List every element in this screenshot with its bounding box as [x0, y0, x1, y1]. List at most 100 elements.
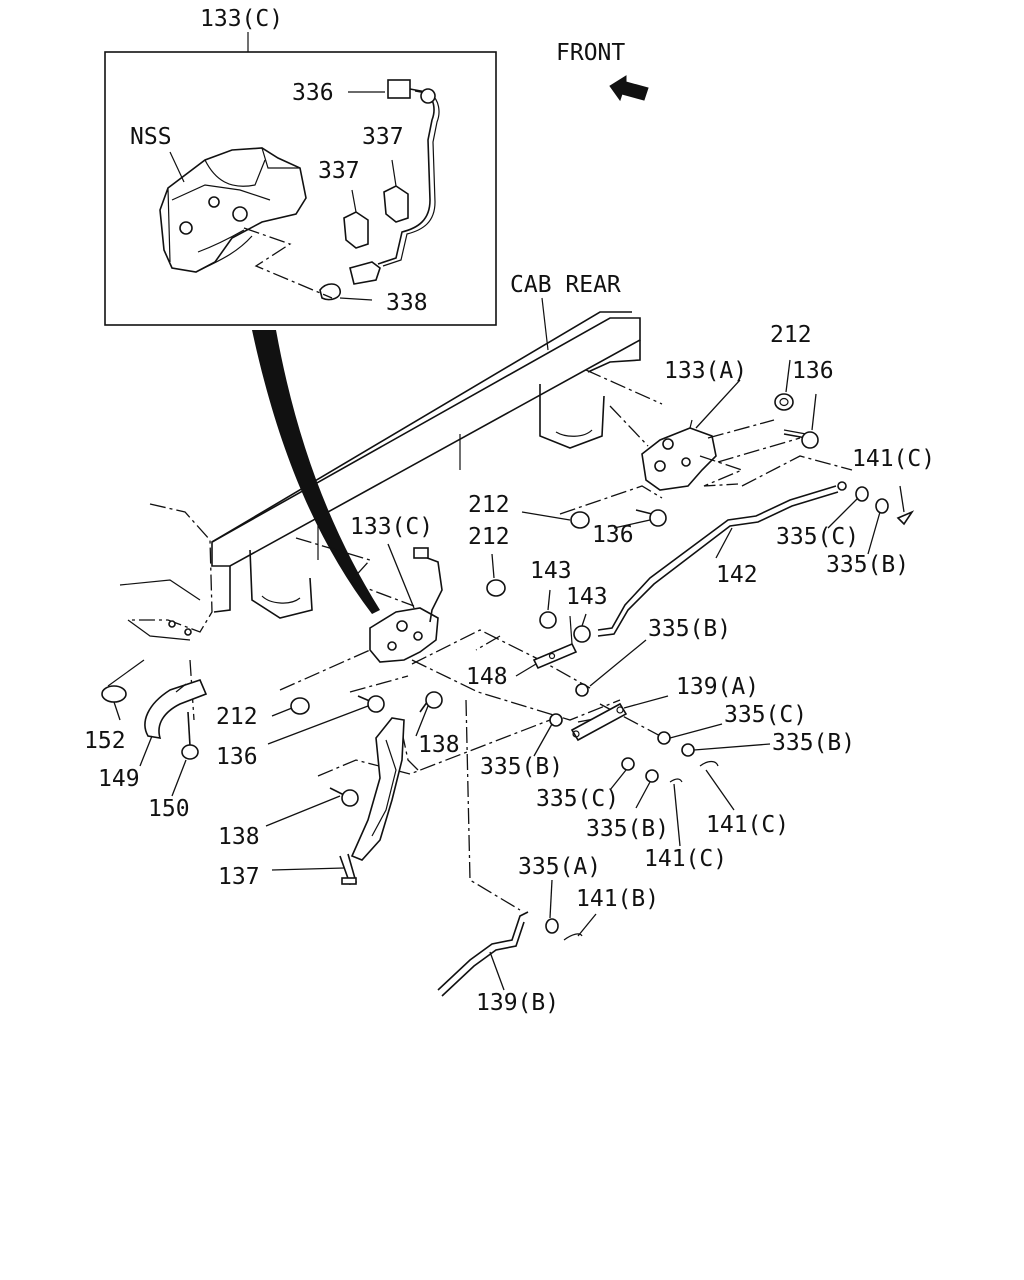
- leader-line: [113, 701, 121, 721]
- leader-line: [549, 879, 553, 919]
- label-138-b: 138: [218, 824, 260, 850]
- label-149: 149: [98, 766, 140, 792]
- leader-line: [785, 359, 791, 393]
- leader-line: [811, 393, 817, 431]
- label-335b-mid: 335(B): [648, 616, 731, 642]
- part-labels: FRONT CAB REAR NSS 133(C) 336 337 337 33…: [84, 6, 935, 1016]
- label-133c-main: 133(C): [350, 514, 433, 540]
- label-139a: 139(A): [676, 674, 759, 700]
- leader-line: [581, 613, 587, 627]
- label-141b: 141(B): [576, 886, 659, 912]
- label-335b-top: 335(B): [826, 552, 909, 578]
- rod-142: [597, 481, 847, 637]
- front-label: FRONT: [556, 40, 625, 66]
- inset-detail: [104, 32, 497, 326]
- nss-label: NSS: [130, 124, 172, 150]
- bracket-149: [144, 679, 208, 739]
- detail-pointer: [252, 330, 380, 614]
- label-335c-top: 335(C): [776, 524, 859, 550]
- label-338: 338: [386, 290, 428, 316]
- label-141c-right: 141(C): [706, 812, 789, 838]
- nut-212-d: [290, 697, 310, 715]
- leader-line: [139, 735, 153, 767]
- label-335b-low: 335(B): [586, 816, 669, 842]
- leader-line: [515, 663, 537, 677]
- leader-line: [827, 497, 859, 529]
- leader-line: [623, 695, 669, 709]
- clips-141: [563, 510, 915, 941]
- clips-detail: [343, 159, 409, 249]
- leader-line: [491, 553, 495, 579]
- leader-line: [693, 743, 771, 751]
- label-138-a: 138: [418, 732, 460, 758]
- leader-line: [533, 723, 553, 757]
- leader-line: [673, 783, 681, 847]
- leader-line: [705, 769, 735, 811]
- leader-line: [695, 379, 741, 429]
- label-336: 336: [292, 80, 334, 106]
- leader-lines: [113, 359, 905, 991]
- label-136-c: 136: [216, 744, 258, 770]
- label-335b-left: 335(B): [480, 754, 563, 780]
- label-335a: 335(A): [518, 854, 601, 880]
- label-143-b: 143: [566, 584, 608, 610]
- bracket-148: [532, 615, 578, 670]
- leader-line: [577, 913, 597, 937]
- leader-line: [715, 527, 733, 559]
- label-152: 152: [84, 728, 126, 754]
- label-142: 142: [716, 562, 758, 588]
- link-139a: [570, 702, 628, 742]
- front-arrow-icon: [609, 75, 649, 102]
- label-335b-right: 335(B): [772, 730, 855, 756]
- leader-line: [489, 951, 505, 991]
- label-212-d: 212: [216, 704, 258, 730]
- label-337-b: 337: [318, 158, 360, 184]
- leader-line: [171, 759, 187, 797]
- leader-line: [867, 511, 881, 555]
- lever-137: [339, 717, 405, 886]
- leader-line: [589, 639, 647, 687]
- leader-line: [669, 723, 723, 739]
- leader-line: [265, 795, 341, 827]
- label-136-top: 136: [792, 358, 834, 384]
- label-139b: 139(B): [476, 990, 559, 1016]
- label-137: 137: [218, 864, 260, 890]
- label-212-c: 212: [468, 524, 510, 550]
- label-335c-low: 335(C): [536, 786, 619, 812]
- bolt-136-top: [783, 429, 819, 449]
- nut-212-top: [774, 393, 794, 411]
- label-143-a: 143: [530, 558, 572, 584]
- leader-line: [613, 519, 651, 529]
- latch-assembly-detail: [159, 147, 307, 273]
- nut-212-c: [486, 579, 506, 597]
- washers-335: [545, 486, 889, 934]
- leader-line: [521, 511, 571, 521]
- washer-152: [101, 685, 127, 703]
- inset-frame: [104, 51, 497, 326]
- label-141c-low: 141(C): [644, 846, 727, 872]
- label-212-mid: 212: [468, 492, 510, 518]
- leader-line: [635, 781, 651, 809]
- label-335c-mid: 335(C): [724, 702, 807, 728]
- latch-133c: [369, 547, 443, 663]
- bolt-138-a: [419, 691, 443, 713]
- label-212-top: 212: [770, 322, 812, 348]
- label-141c-top: 141(C): [852, 446, 935, 472]
- nuts-143: [539, 611, 591, 643]
- leader-line: [609, 769, 627, 791]
- label-133c-inset: 133(C): [200, 6, 283, 32]
- label-150: 150: [148, 796, 190, 822]
- leader-line: [547, 589, 551, 611]
- nut-212-mid: [570, 511, 590, 529]
- label-337-a: 337: [362, 124, 404, 150]
- leader-line: [387, 543, 415, 609]
- leader-line: [271, 867, 345, 871]
- switch-wire-detail: [319, 79, 440, 301]
- leader-line: [415, 705, 429, 737]
- label-136-mid: 136: [592, 522, 634, 548]
- bolt-136-c: [357, 695, 385, 713]
- cab-rear-label: CAB REAR: [510, 272, 621, 298]
- rod-139b: [437, 911, 529, 997]
